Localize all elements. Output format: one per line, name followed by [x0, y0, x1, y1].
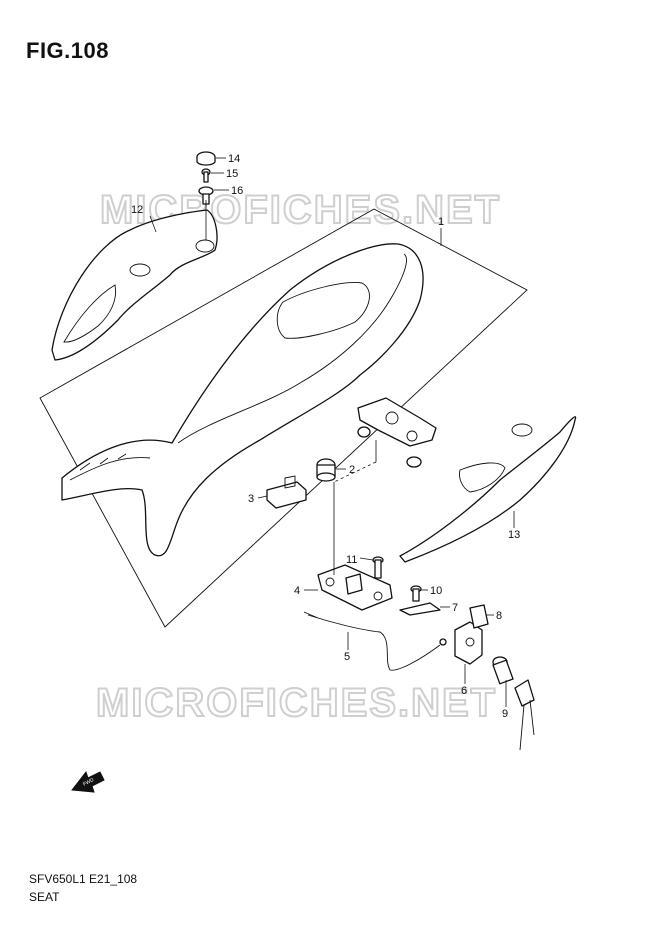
grip-left: [51, 209, 218, 361]
grip-right: [399, 416, 577, 563]
lock-base-part: [317, 564, 393, 611]
cushion-part: [316, 458, 336, 482]
fwd-arrow-icon: FWD: [71, 770, 105, 793]
section-name: SEAT: [29, 890, 60, 904]
callout-10: 10: [430, 585, 442, 597]
callout-5: 5: [344, 651, 350, 663]
watermark-bottom: MICROFICHES.NET: [96, 681, 497, 725]
screw-15: [201, 168, 211, 183]
callout-7: 7: [452, 602, 458, 614]
clip-8: [469, 604, 489, 629]
callout-2: 2: [349, 464, 355, 476]
clip-7: [399, 602, 441, 616]
callout-11: 11: [346, 554, 357, 566]
cap-14: [196, 151, 216, 166]
callout-6: 6: [461, 685, 467, 697]
callout-12: 12: [131, 204, 143, 216]
callout-13: 13: [508, 529, 520, 541]
fwd-label: FWD: [82, 777, 95, 788]
callout-1: 1: [438, 216, 444, 228]
lock-bracket-part: [454, 621, 483, 665]
rubber-block-part: [266, 475, 307, 509]
figure-title: FIG.108: [26, 38, 109, 63]
callout-14: 14: [228, 153, 240, 165]
callout-8: 8: [496, 610, 502, 622]
bolt-10: [410, 585, 422, 602]
callout-3: 3: [248, 493, 254, 505]
latch-bracket-upper: [357, 397, 437, 468]
callout-15: 15: [226, 168, 238, 180]
callout-16: 16: [231, 185, 243, 197]
model-code: SFV650L1 E21_108: [29, 872, 138, 886]
seat-assembly: [61, 243, 424, 557]
callout-9: 9: [502, 708, 508, 720]
assembly-outline: [39, 208, 528, 628]
cable-part: [303, 611, 447, 671]
callout-4: 4: [294, 585, 300, 597]
key-lock-part: [492, 656, 535, 751]
leader-lines: [149, 157, 515, 707]
bolt-11: [372, 556, 384, 579]
